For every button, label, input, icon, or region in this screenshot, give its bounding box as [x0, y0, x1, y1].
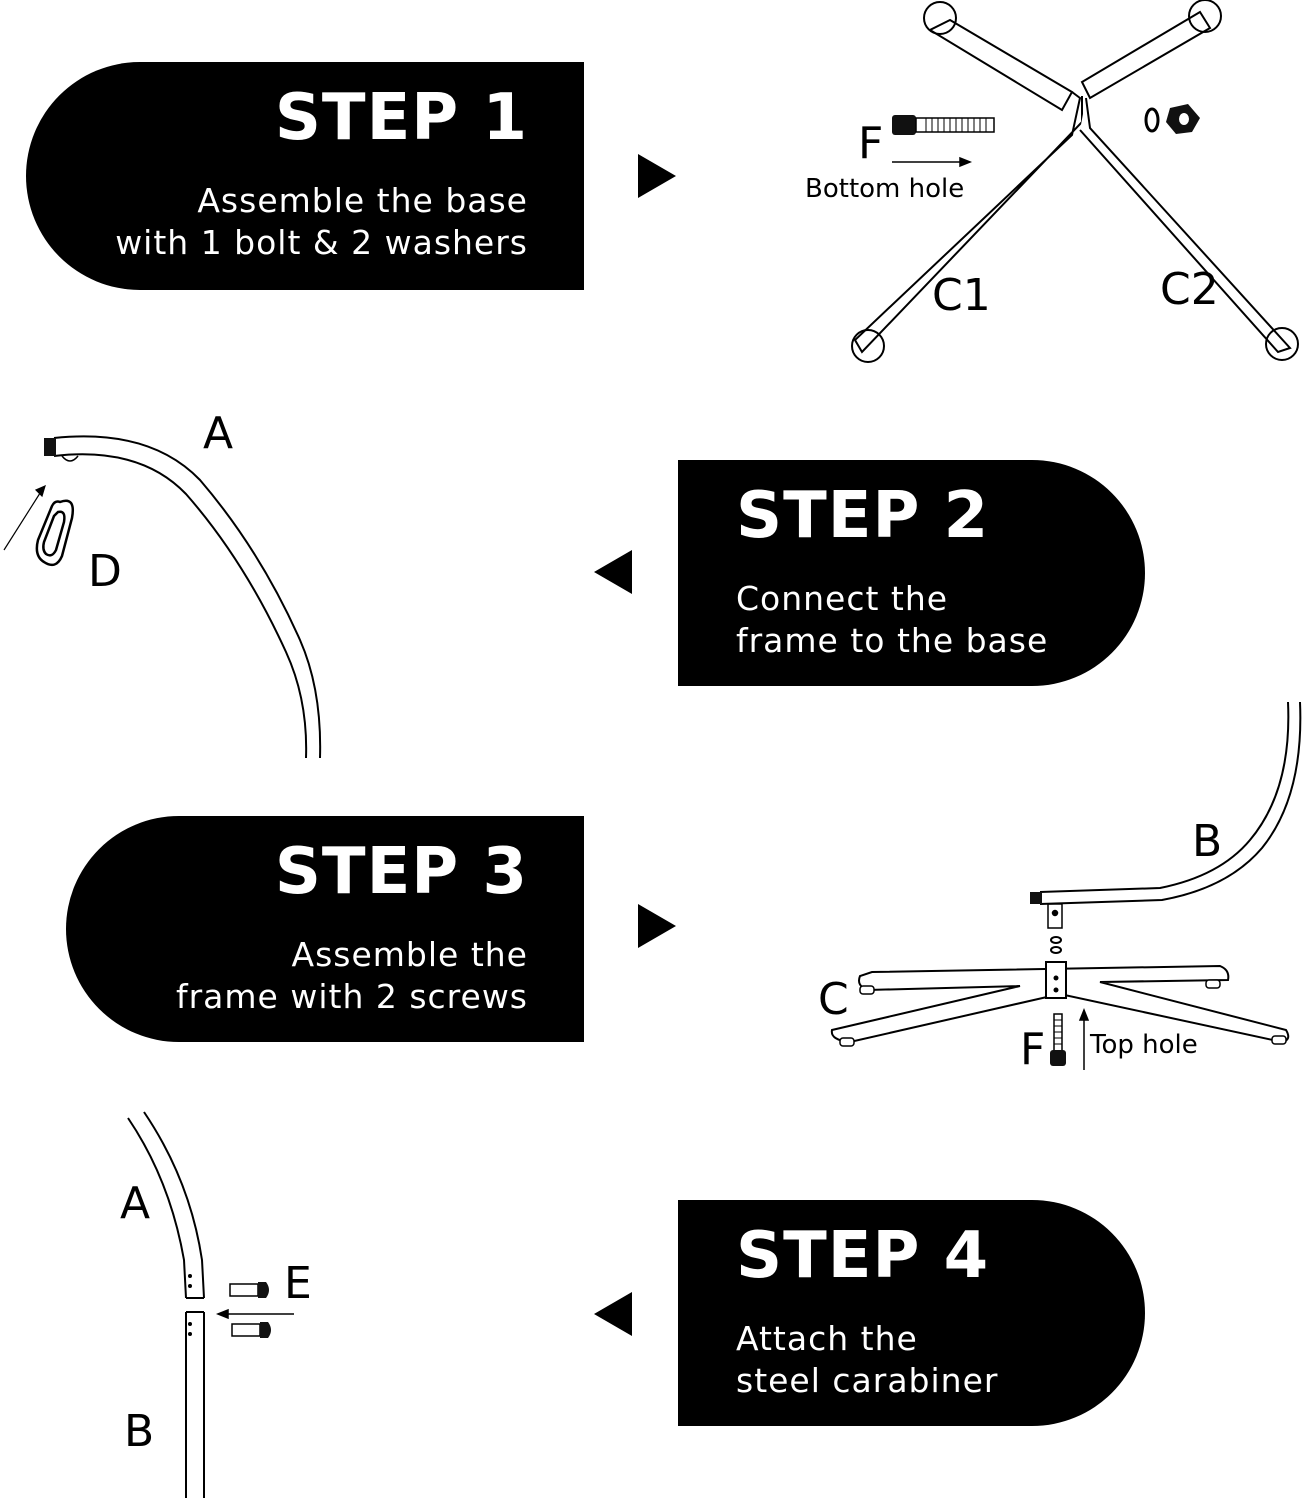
step-1-description: Assemble the base with 1 bolt & 2 washer…	[26, 180, 528, 264]
step-3-description: Assemble the frame with 2 screws	[66, 934, 528, 1018]
step-1-banner: STEP 1 Assemble the base with 1 bolt & 2…	[26, 62, 584, 290]
label-b-step4: B	[124, 1406, 155, 1457]
bolt-icon	[1050, 1013, 1066, 1066]
step-4-line-2: steel carabiner	[736, 1361, 999, 1400]
step-4-title: STEP 4	[736, 1219, 990, 1293]
step-4-description: Attach the steel carabiner	[736, 1318, 1145, 1402]
step-4-banner: STEP 4 Attach the steel carabiner	[678, 1200, 1145, 1426]
step-3-banner: STEP 3 Assemble the frame with 2 screws	[66, 816, 584, 1042]
step-2-banner: STEP 2 Connect the frame to the base	[678, 460, 1145, 686]
step-2-arrow-icon	[594, 550, 632, 594]
label-c1: C1	[932, 270, 991, 321]
label-bottom-hole: Bottom hole	[805, 174, 965, 204]
frame-a-b-join-diagram	[127, 1111, 294, 1498]
label-f-base: F	[858, 118, 884, 169]
step-1-line-2: with 1 bolt & 2 washers	[115, 223, 528, 262]
label-b-step3: B	[1192, 816, 1223, 867]
step-1-line-1: Assemble the base	[197, 181, 528, 220]
step-1-title: STEP 1	[274, 81, 528, 155]
carabiner-icon	[35, 499, 74, 567]
step-2-line-2: frame to the base	[736, 621, 1049, 660]
washer-nut-icon	[1144, 104, 1200, 134]
step-2-description: Connect the frame to the base	[736, 578, 1145, 662]
bolt-icon	[892, 115, 995, 135]
frame-b-base-diagram	[830, 701, 1302, 1070]
label-top-hole: Top hole	[1090, 1030, 1198, 1060]
step-4-line-1: Attach the	[736, 1319, 918, 1358]
step-2-title: STEP 2	[736, 479, 990, 553]
direction-arrow-icon	[892, 156, 973, 168]
screw-icon	[231, 1322, 271, 1338]
base-x-diagram	[851, 0, 1299, 363]
direction-arrow-icon	[3, 484, 46, 551]
step-3-line-2: frame with 2 screws	[176, 977, 528, 1016]
label-a-step2: A	[203, 408, 234, 459]
step-3-title: STEP 3	[274, 835, 528, 909]
label-e: E	[284, 1258, 312, 1309]
label-c2: C2	[1160, 264, 1219, 315]
step-3-line-1: Assemble the	[291, 935, 528, 974]
step-3-arrow-icon	[638, 904, 676, 948]
label-a-step4: A	[120, 1178, 151, 1229]
direction-arrow-icon	[1078, 1007, 1090, 1070]
step-2-line-1: Connect the	[736, 579, 949, 618]
frame-a-carabiner-diagram	[3, 435, 322, 759]
direction-arrow-icon	[215, 1308, 294, 1320]
step-4-arrow-icon	[594, 1292, 632, 1336]
label-d: D	[88, 546, 122, 597]
label-c: C	[818, 974, 849, 1025]
step-1-arrow-icon	[638, 154, 676, 198]
label-f-top: F	[1020, 1024, 1046, 1075]
screw-icon	[229, 1282, 269, 1298]
